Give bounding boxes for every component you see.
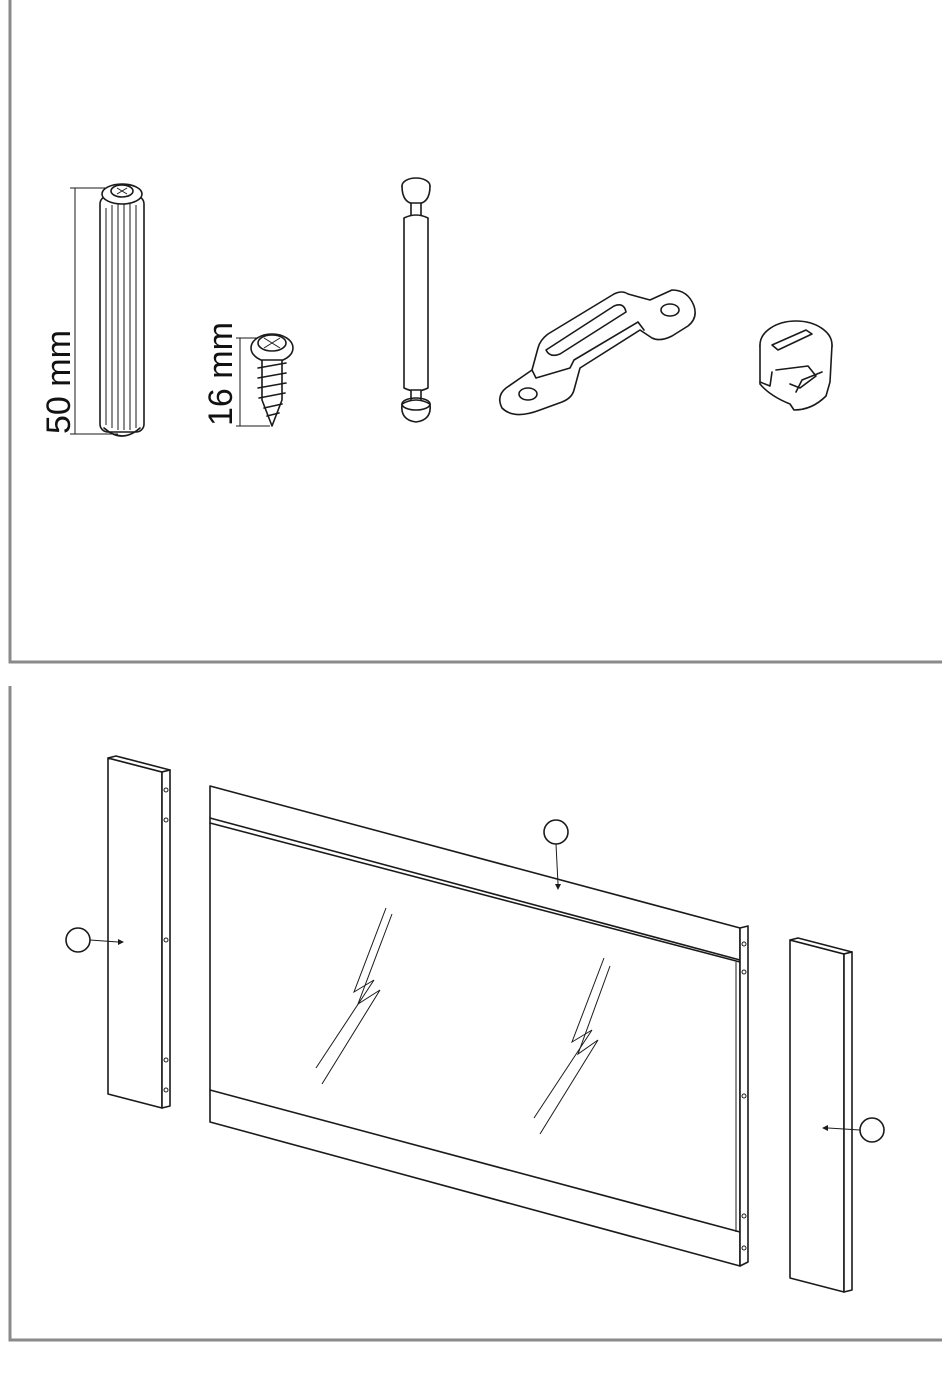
screw-icon xyxy=(236,334,293,426)
bracket-icon xyxy=(500,290,695,415)
screw-length-label: 16 mm xyxy=(202,322,240,426)
dowel-length-label: 50 mm xyxy=(40,330,78,434)
dowel-icon xyxy=(70,184,144,436)
glass-door-frame xyxy=(210,786,748,1266)
right-side-panel xyxy=(790,938,852,1292)
cam-lock-icon xyxy=(760,321,832,410)
cam-bolt-icon xyxy=(402,178,430,422)
left-side-panel xyxy=(108,756,170,1108)
